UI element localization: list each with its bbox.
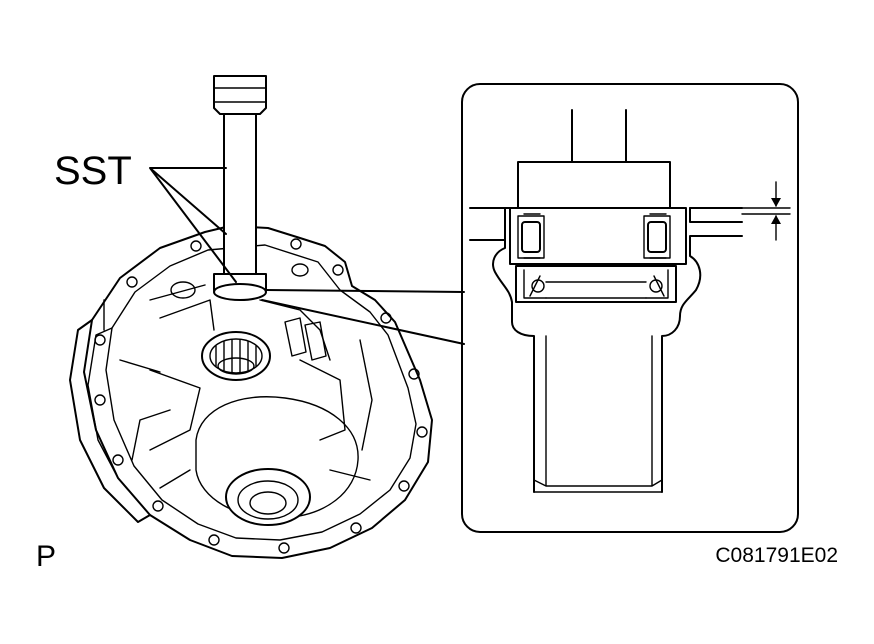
transaxle-case [69, 225, 433, 559]
clearance-dimension [741, 181, 791, 241]
sst-handle-upper [213, 75, 267, 115]
case-boss-2 [291, 263, 309, 277]
figure-code: C081791E02 [715, 544, 838, 567]
view-label: P [36, 540, 56, 573]
detail-bore-right-wall [661, 207, 743, 493]
detail-tool-body [517, 161, 671, 209]
case-left-wall [69, 319, 151, 523]
sst-shaft [223, 113, 257, 275]
case-outer-flange [83, 225, 433, 559]
sst-driver-face [213, 283, 267, 301]
detail-oil-seal [515, 265, 677, 303]
detail-roller-left [521, 221, 541, 253]
sst-label: SST [54, 149, 132, 193]
detail-leader-lines [261, 289, 465, 345]
case-boss-1 [170, 281, 196, 299]
flange-bolt-holes [94, 238, 428, 554]
case-right-boss [284, 317, 327, 361]
detail-frame [461, 83, 799, 533]
detail-roller-right [647, 221, 667, 253]
case-top-rib [149, 284, 331, 361]
detail-bore-left-wall [492, 207, 535, 493]
roller-bearing [201, 331, 271, 381]
sst-callout: SST [54, 149, 237, 283]
case-inner-flange [105, 244, 417, 541]
detail-bore-inner [533, 335, 663, 493]
sst-tool [213, 75, 267, 301]
case-internal-ribs [119, 339, 373, 489]
sst-leader-line [149, 167, 237, 283]
case-left-rib [87, 299, 119, 479]
detail-tool-shaft [571, 109, 627, 163]
differential-bore [195, 396, 359, 526]
detail-view [461, 83, 799, 533]
